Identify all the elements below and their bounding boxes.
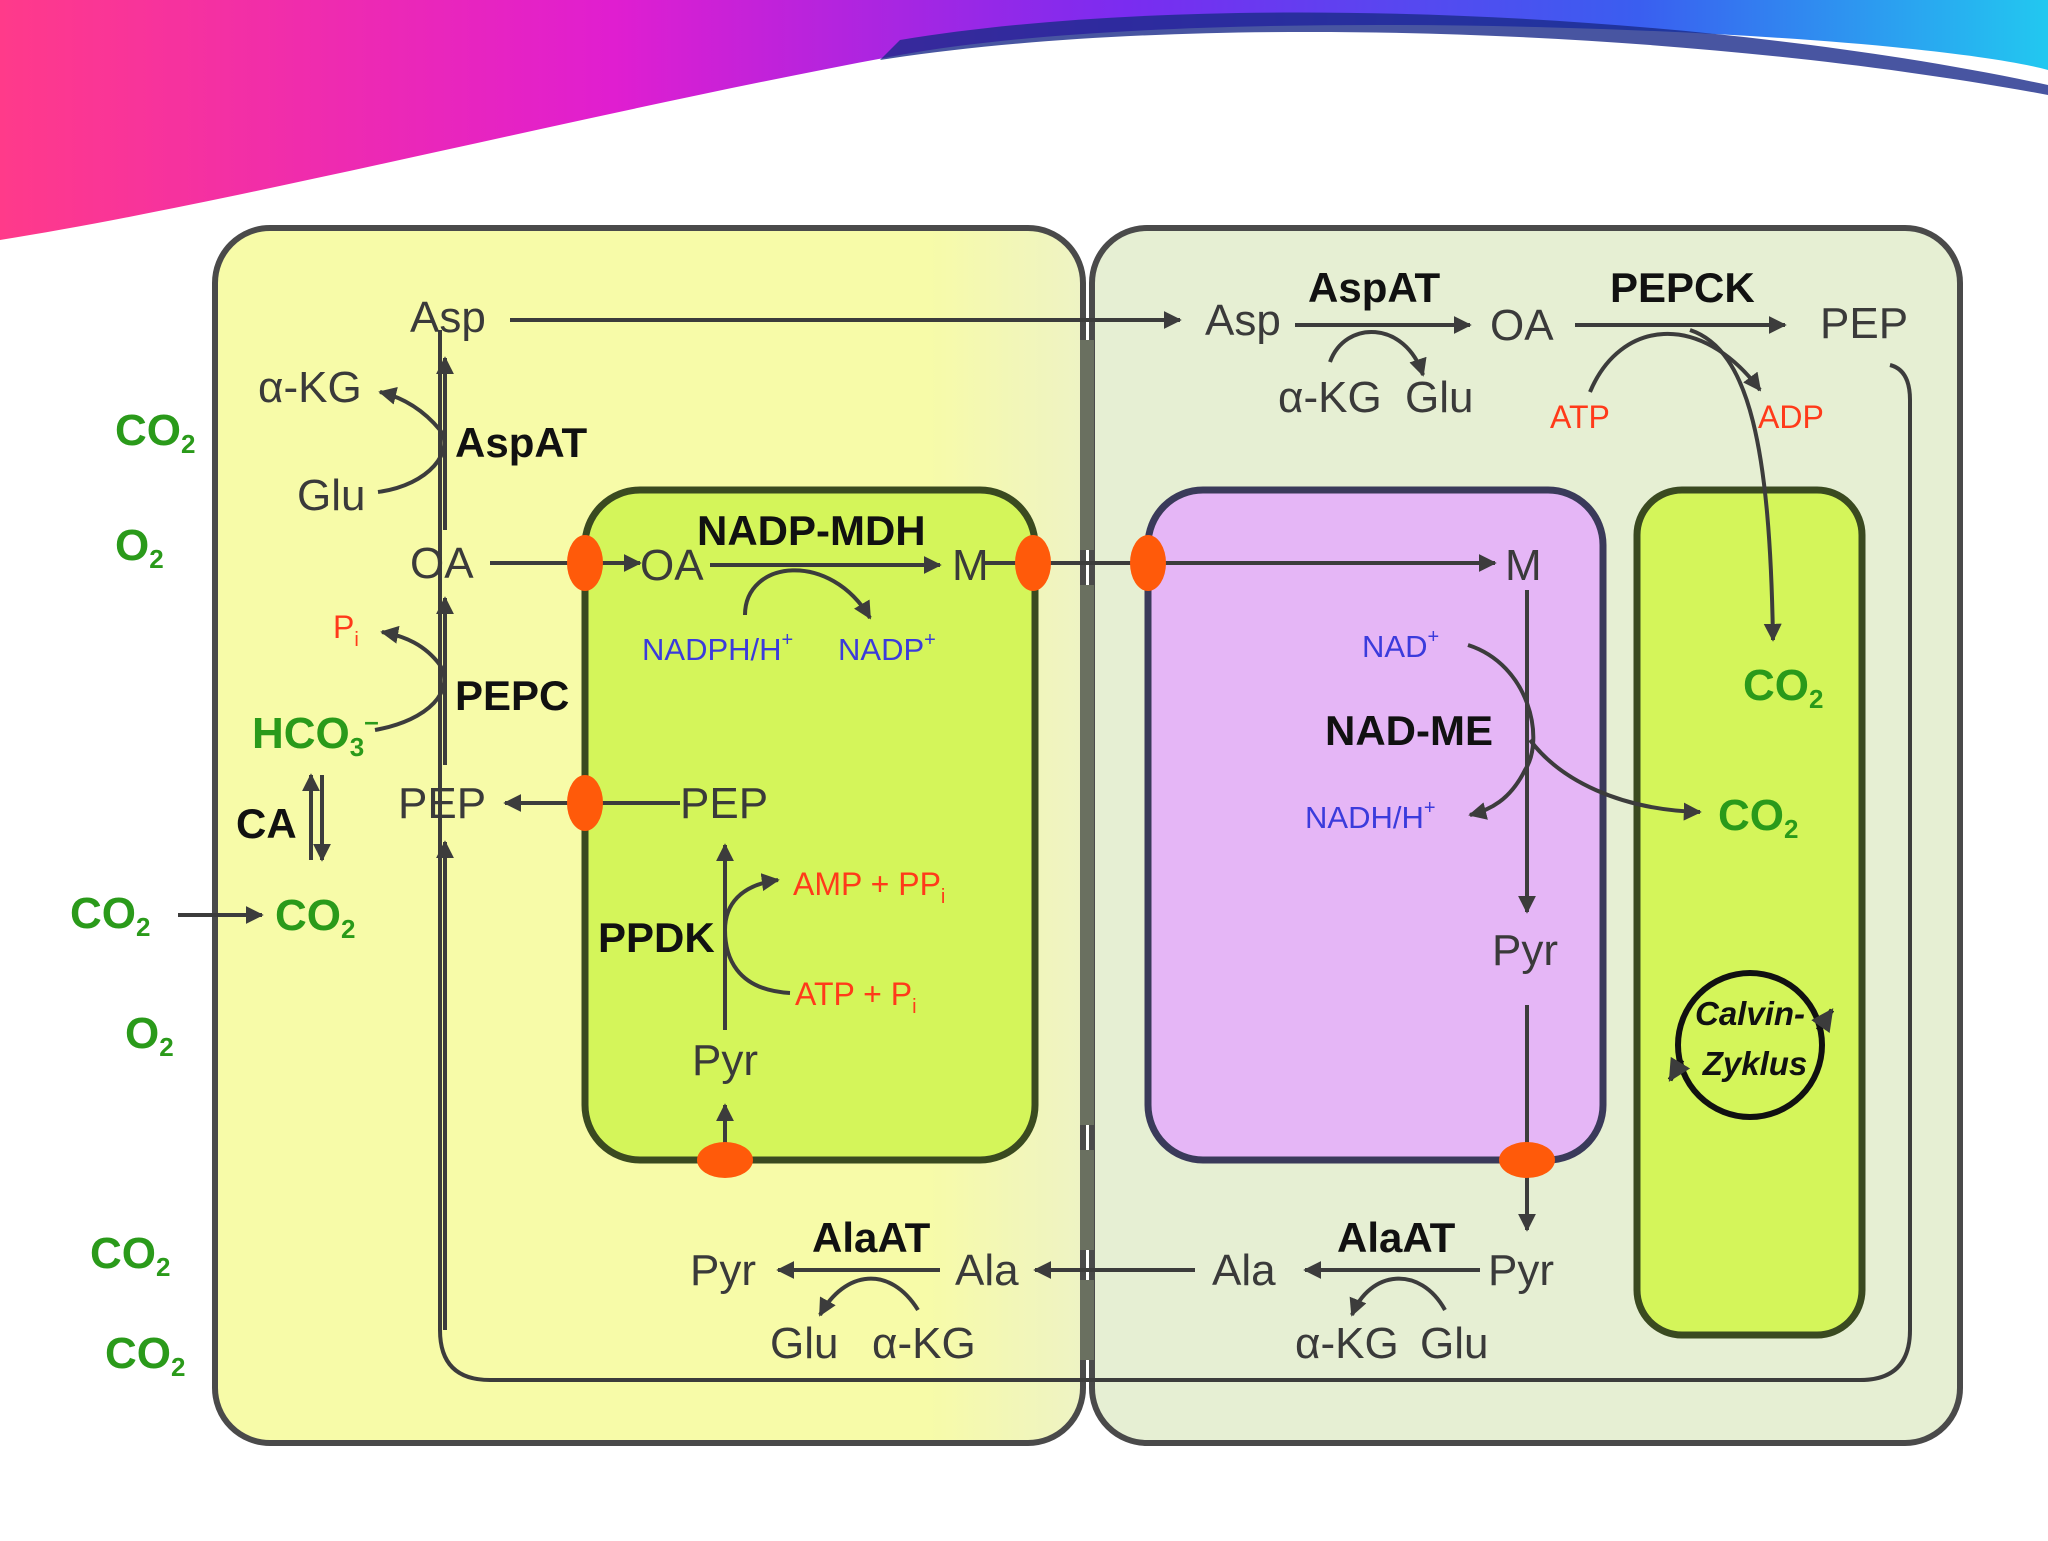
calvin-cycle-label-2: Zyklus xyxy=(1702,1045,1808,1082)
cofactor-nadph: NADPH/H+ xyxy=(642,629,793,667)
metabolite-oa-right: OA xyxy=(1490,301,1554,350)
co2-outside-1: CO2 xyxy=(115,406,195,459)
metabolite-glu-right: Glu xyxy=(1405,373,1473,422)
metabolite-pi: Pi xyxy=(333,609,359,651)
calvin-cycle-label-1: Calvin- xyxy=(1695,995,1805,1032)
enzyme-ca: CA xyxy=(236,800,297,847)
metabolite-pep-right: PEP xyxy=(1820,299,1908,348)
metabolite-m-chloroplast: M xyxy=(952,541,989,590)
bundle-sheath-chloroplast xyxy=(1633,486,1866,1339)
metabolite-asp-right: Asp xyxy=(1205,296,1281,345)
metabolite-pep-chloroplast: PEP xyxy=(680,779,768,828)
energy-atp-pi: ATP + Pi xyxy=(795,976,917,1018)
enzyme-pepck: PEPCK xyxy=(1610,264,1755,311)
transporter-pyruvate-in xyxy=(697,1142,753,1178)
co2-outside-4: CO2 xyxy=(105,1329,185,1382)
cytoplasm-boundary xyxy=(438,330,1912,1382)
metabolite-ala-right: Ala xyxy=(1212,1246,1276,1295)
enzyme-alaat-left: AlaAT xyxy=(812,1214,931,1261)
enzyme-aspat-right: AspAT xyxy=(1308,264,1441,311)
transporter-malate-out xyxy=(1015,535,1051,591)
transporter-pyruvate-out xyxy=(1499,1142,1555,1178)
calvin-cycle xyxy=(1667,970,1835,1120)
enzyme-ppdk: PPDK xyxy=(598,914,715,961)
metabolite-pyr-chloroplast: Pyr xyxy=(692,1036,758,1085)
metabolite-akg-bottom-left: α-KG xyxy=(872,1319,976,1368)
transporter-malate-in xyxy=(1130,535,1166,591)
metabolite-glu: Glu xyxy=(297,471,365,520)
transporter-oa xyxy=(567,535,603,591)
metabolite-asp: Asp xyxy=(410,293,486,342)
metabolite-akg-right: α-KG xyxy=(1278,373,1382,422)
metabolite-ala-left: Ala xyxy=(955,1246,1019,1295)
metabolite-hco3: HCO3– xyxy=(252,706,379,762)
energy-amp-ppi: AMP + PPi xyxy=(793,866,945,908)
o2-outside-1: O2 xyxy=(115,521,164,574)
enzyme-pepc: PEPC xyxy=(455,672,569,719)
metabolite-co2-inner: CO2 xyxy=(275,891,355,944)
transporter-pep xyxy=(567,775,603,831)
cell-wall-plasmodesmata xyxy=(1080,340,1094,1360)
pathway-arrows xyxy=(178,311,1787,1330)
metabolite-glu-bottom-right: Glu xyxy=(1420,1319,1488,1368)
metabolite-akg-bottom-right: α-KG xyxy=(1295,1319,1399,1368)
metabolite-oa-chloroplast: OA xyxy=(640,541,704,590)
metabolite-oa: OA xyxy=(410,539,474,588)
energy-adp: ADP xyxy=(1758,399,1824,435)
header-banner xyxy=(0,0,2048,240)
metabolite-pyr-bottom-left: Pyr xyxy=(690,1246,756,1295)
metabolite-akg: α-KG xyxy=(258,363,362,412)
enzyme-aspat: AspAT xyxy=(455,419,588,466)
enzyme-alaat-right: AlaAT xyxy=(1337,1214,1456,1261)
o2-outside-2: O2 xyxy=(125,1009,174,1062)
enzyme-nadp-mdh: NADP-MDH xyxy=(697,507,926,554)
transporters xyxy=(567,535,1555,1178)
co2-bs-chloroplast-top: CO2 xyxy=(1743,661,1823,714)
co2-outside-2: CO2 xyxy=(70,889,150,942)
enzyme-nad-me: NAD-ME xyxy=(1325,707,1493,754)
co2-outside-3: CO2 xyxy=(90,1229,170,1282)
co2-bs-chloroplast-mid: CO2 xyxy=(1718,791,1798,844)
metabolite-m-mitochondrion: M xyxy=(1505,541,1542,590)
metabolite-pyr-bottom-right: Pyr xyxy=(1488,1246,1554,1295)
metabolite-glu-bottom-left: Glu xyxy=(770,1319,838,1368)
metabolite-pyr-mitochondrion: Pyr xyxy=(1492,926,1558,975)
energy-atp: ATP xyxy=(1550,399,1610,435)
cofactor-nadh: NADH/H+ xyxy=(1305,797,1436,835)
cofactor-nad: NAD+ xyxy=(1362,626,1439,664)
mitochondrion xyxy=(1144,486,1607,1164)
mesophyll-chloroplast xyxy=(581,486,1039,1164)
metabolite-pep: PEP xyxy=(398,779,486,828)
cofactor-nadp: NADP+ xyxy=(838,629,936,667)
